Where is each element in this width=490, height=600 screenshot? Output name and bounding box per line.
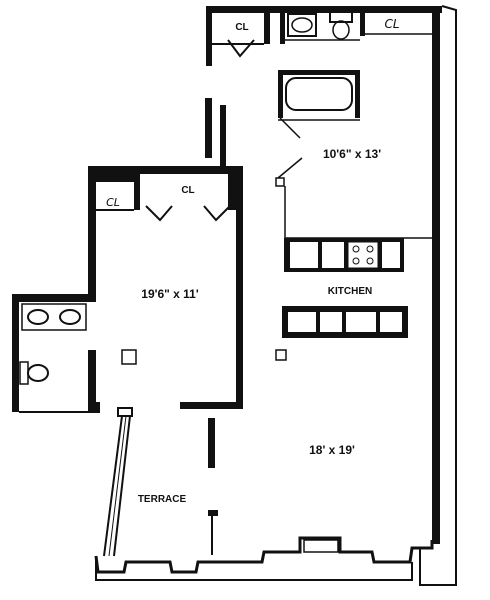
left-bath — [19, 303, 87, 385]
terrace-label: TERRACE — [138, 494, 187, 505]
bedroom-dimensions-label: 19'6" x 11' — [141, 287, 199, 301]
closet-label-bedroom-left: CL — [106, 196, 120, 209]
living-dimensions-label: 18' x 19' — [309, 443, 355, 457]
bath-dimensions-label: 10'6" x 13' — [323, 147, 381, 161]
closet-label-top-left: CL — [235, 22, 248, 33]
bottom-wall — [94, 536, 434, 581]
kitchen-label: KITCHEN — [328, 286, 372, 297]
kitchen-fixtures — [275, 238, 408, 361]
terrace — [103, 407, 133, 557]
closet-label-top-right: CL — [384, 17, 399, 31]
closet-label-bedroom-right: CL — [181, 185, 194, 196]
bedroom-closets — [96, 174, 236, 365]
upper-fixtures — [212, 6, 432, 239]
outer-walls — [12, 5, 457, 586]
